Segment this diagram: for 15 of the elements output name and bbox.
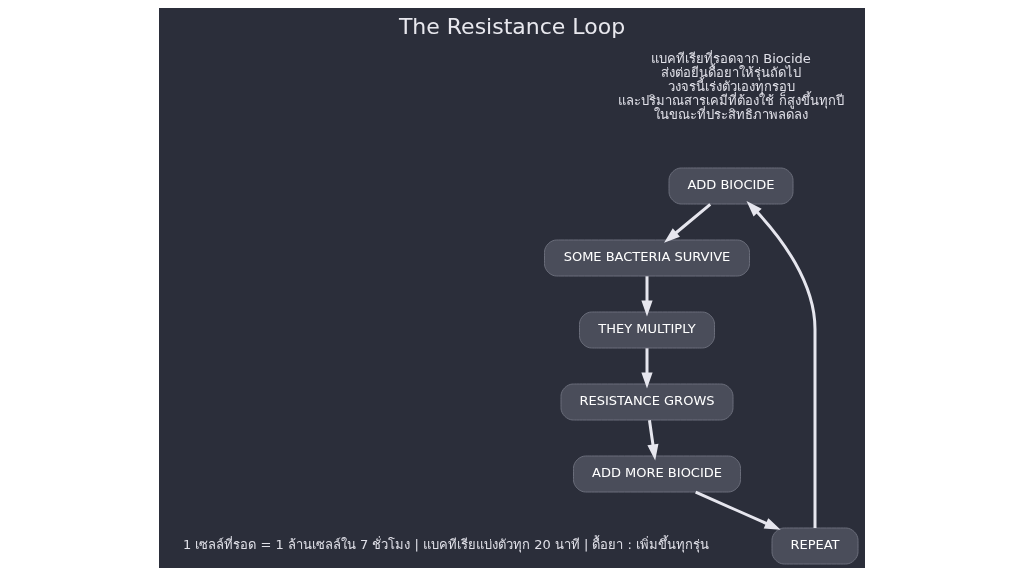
- label: แบคทีเรียที่รอดจาก Biocide ส่งต่อยีนดื้อยาให้รุ่นถัดไป วงจรนี้เร่งตัวเองทุกรอบ และปริมาณสารเคมีที่ต้องใช้ ก็สูงขึ้นทุกปี ในขณะที่ประสิทธิภาพลดลง: [618, 51, 844, 123]
- node-box: SOME BACTERIA SURVIVE: [544, 239, 750, 277]
- diagram-title: The Resistance Loop: [398, 13, 626, 39]
- node-box: THEY MULTIPLY: [579, 311, 715, 349]
- arrow: [641, 348, 653, 389]
- label: 1 เซลล์ที่รอด = 1 ล้านเซลล์ใน 7 ชั่วโมง | แบคทีเรียแบ่งตัวทุก 20 นาที | ดื้อยา : เพิ่มขึ้นทุกรุ่น: [182, 537, 710, 553]
- node-box: REPEAT: [771, 527, 859, 565]
- arrow: [746, 201, 817, 528]
- node-box: ADD MORE BIOCIDE: [573, 455, 741, 493]
- arrow: [647, 420, 659, 461]
- arrow: [641, 276, 653, 317]
- arrow: [664, 203, 712, 243]
- arrow: [695, 490, 781, 530]
- node-box: RESISTANCE GROWS: [560, 383, 734, 421]
- node-box: ADD BIOCIDE: [668, 167, 794, 205]
